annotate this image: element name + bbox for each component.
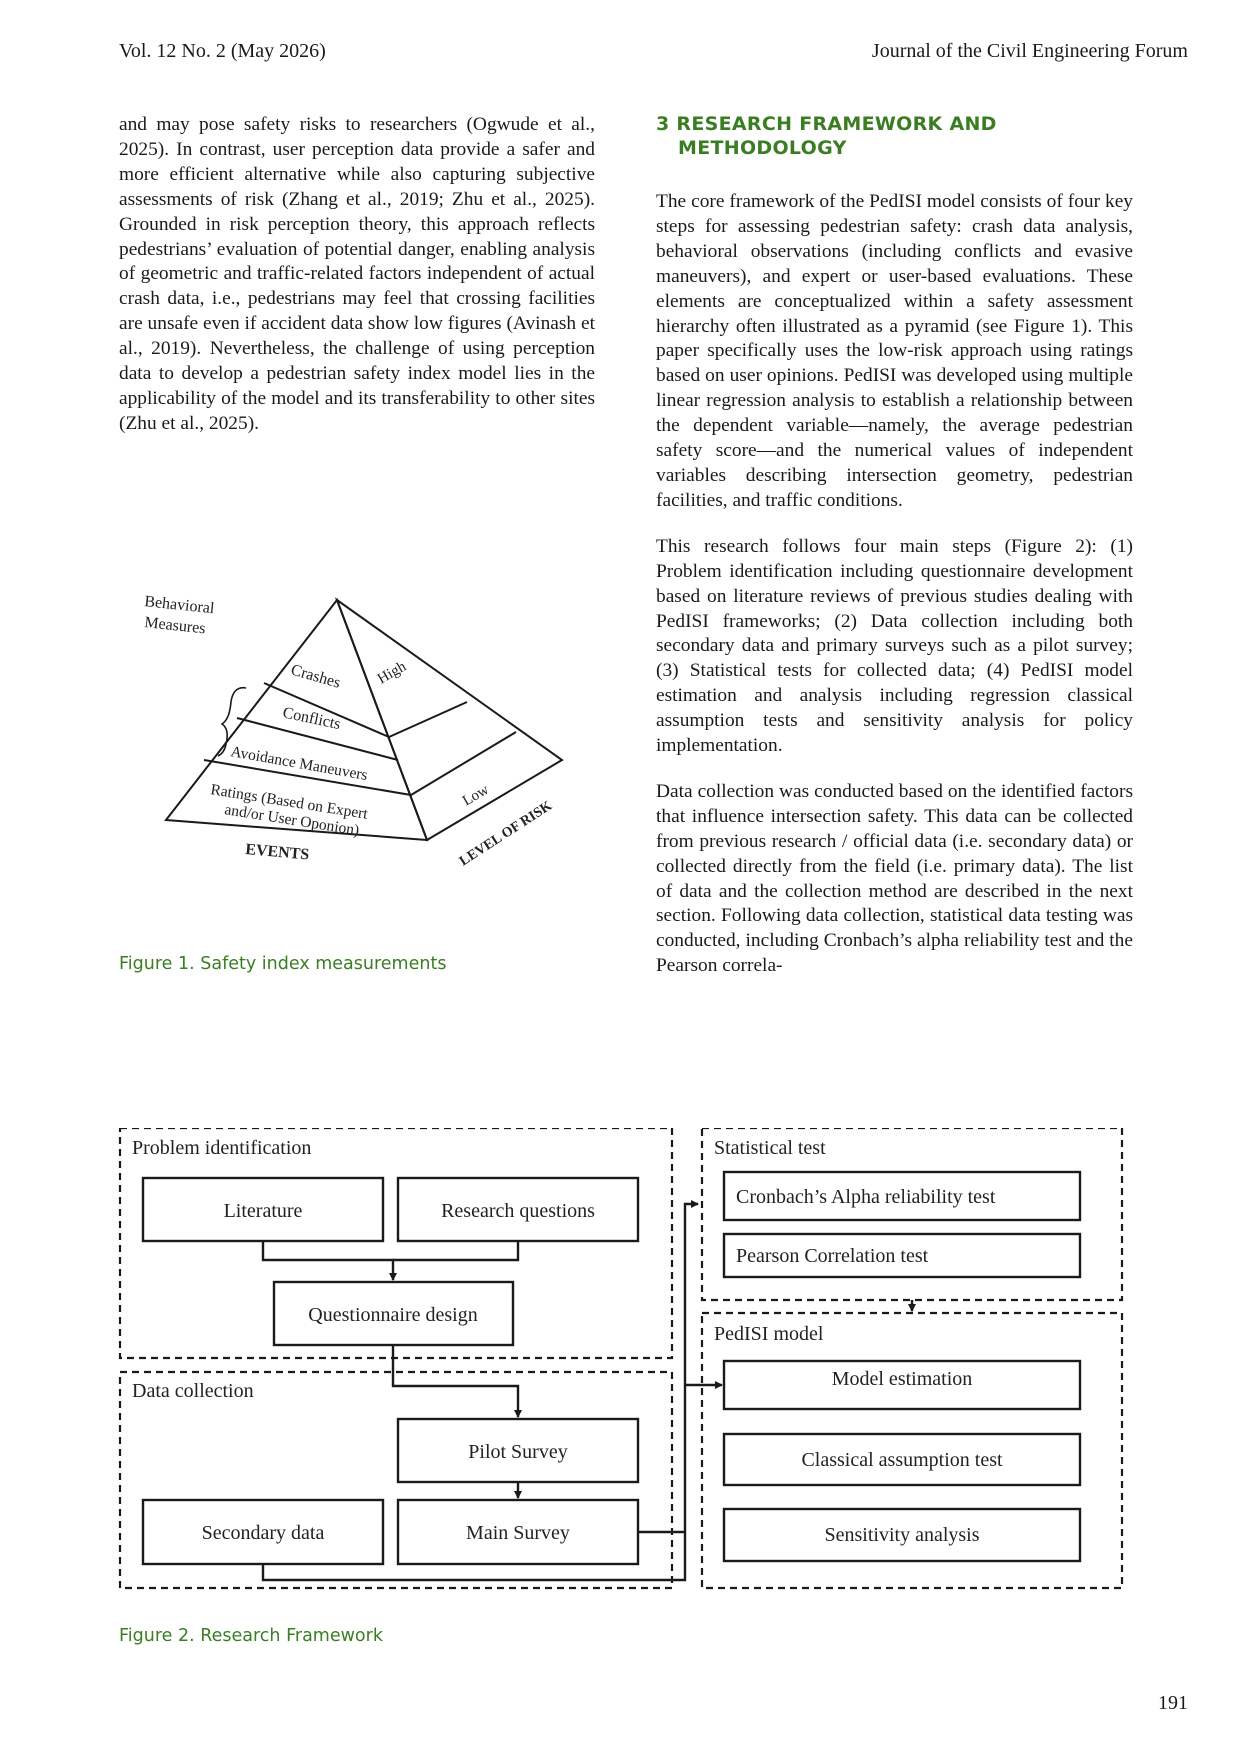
box-sensitivity-analysis — [722, 1507, 1082, 1563]
left-column: and may pose safety risks to researchers… — [119, 113, 595, 458]
box-pilot-survey — [396, 1417, 640, 1484]
right-paragraph-3: Data collection was conducted based on t… — [656, 780, 1133, 977]
box-main-survey — [396, 1498, 640, 1566]
figure-2-caption: Figure 2. Research Framework — [119, 1626, 383, 1646]
label-secondary-data: Secondary data — [202, 1522, 325, 1544]
pyramid-side-divider-2 — [410, 731, 517, 796]
label-classical-assumption: Classical assumption test — [801, 1449, 1003, 1471]
level-of-risk-label: LEVEL OF RISK — [457, 799, 555, 870]
label-research-questions: Research questions — [441, 1200, 595, 1222]
layer-crashes-label: Crashes — [289, 662, 342, 692]
group-data-collection — [118, 1370, 674, 1590]
running-header-journal: Journal of the Civil Engineering Forum — [871, 40, 1188, 62]
figure-1-caption: Figure 1. Safety index measurements — [119, 954, 447, 974]
box-literature — [141, 1176, 385, 1243]
connector-secondary-to-tests — [261, 1532, 687, 1582]
pedisi-model-title: PedISI model — [714, 1323, 824, 1345]
section-heading: 3 RESEARCH FRAMEWORK AND METHODOLOGY — [656, 113, 997, 159]
problem-identification-title: Problem identification — [132, 1137, 311, 1159]
box-model-estimation — [722, 1359, 1082, 1411]
pyramid-divider-1 — [263, 682, 390, 738]
data-collection-title: Data collection — [132, 1380, 254, 1402]
group-statistical-test — [700, 1128, 1124, 1302]
group-problem-identification — [118, 1128, 674, 1360]
connector-to-statistical-test — [683, 1200, 699, 1532]
box-classical-assumption — [722, 1432, 1082, 1487]
layer-conflicts-label: Conflicts — [281, 704, 342, 733]
pyramid-side-face — [334, 597, 564, 842]
running-header-volume: Vol. 12 No. 2 (May 2026) — [119, 40, 326, 62]
box-cronbach — [722, 1170, 1082, 1222]
connector-questionnaire-to-pilot — [391, 1345, 522, 1418]
behavioral-brace — [217, 686, 247, 757]
label-main-survey: Main Survey — [466, 1522, 570, 1544]
label-pilot-survey: Pilot Survey — [468, 1441, 567, 1463]
risk-high-label: High — [375, 658, 409, 687]
label-sensitivity-analysis: Sensitivity analysis — [825, 1524, 980, 1546]
figure-2-framework: Problem identification Data collection S… — [118, 1128, 1124, 1590]
group-pedisi-model — [700, 1311, 1124, 1590]
layer-avoidance-label: Avoidance Maneuvers — [229, 743, 369, 784]
events-label: EVENTS — [245, 841, 310, 864]
left-paragraph-1: and may pose safety risks to researchers… — [119, 114, 595, 434]
label-model-estimation: Model estimation — [832, 1368, 973, 1390]
right-paragraph-2: This research follows four main steps (F… — [656, 535, 1133, 757]
right-paragraph-1: The core framework of the PedISI model c… — [656, 191, 1133, 511]
right-column: 3 RESEARCH FRAMEWORK AND METHODOLOGY The… — [656, 112, 1133, 1000]
pyramid-divider-3 — [203, 759, 412, 796]
pyramid-divider-2 — [236, 717, 399, 761]
label-cronbach: Cronbach’s Alpha reliability test — [736, 1186, 996, 1208]
connector-research-to-questionnaire — [393, 1241, 520, 1262]
pyramid-side-divider-1 — [388, 701, 468, 738]
statistical-test-title: Statistical test — [714, 1137, 826, 1159]
label-literature: Literature — [224, 1200, 303, 1222]
page-number: 191 — [1158, 1692, 1188, 1714]
label-pearson: Pearson Correlation test — [736, 1245, 929, 1267]
figure-1-pyramid: Crashes Conflicts Avoidance Maneuvers Ra… — [144, 593, 564, 870]
label-questionnaire-design: Questionnaire design — [308, 1304, 477, 1326]
box-research-questions — [396, 1176, 640, 1243]
box-secondary-data — [141, 1498, 385, 1566]
box-pearson — [722, 1232, 1082, 1279]
behavioral-measures-line2: Measures — [144, 614, 207, 637]
box-questionnaire-design — [272, 1280, 515, 1347]
behavioral-measures-line1: Behavioral — [144, 593, 216, 617]
connector-literature-to-questionnaire — [261, 1241, 397, 1281]
